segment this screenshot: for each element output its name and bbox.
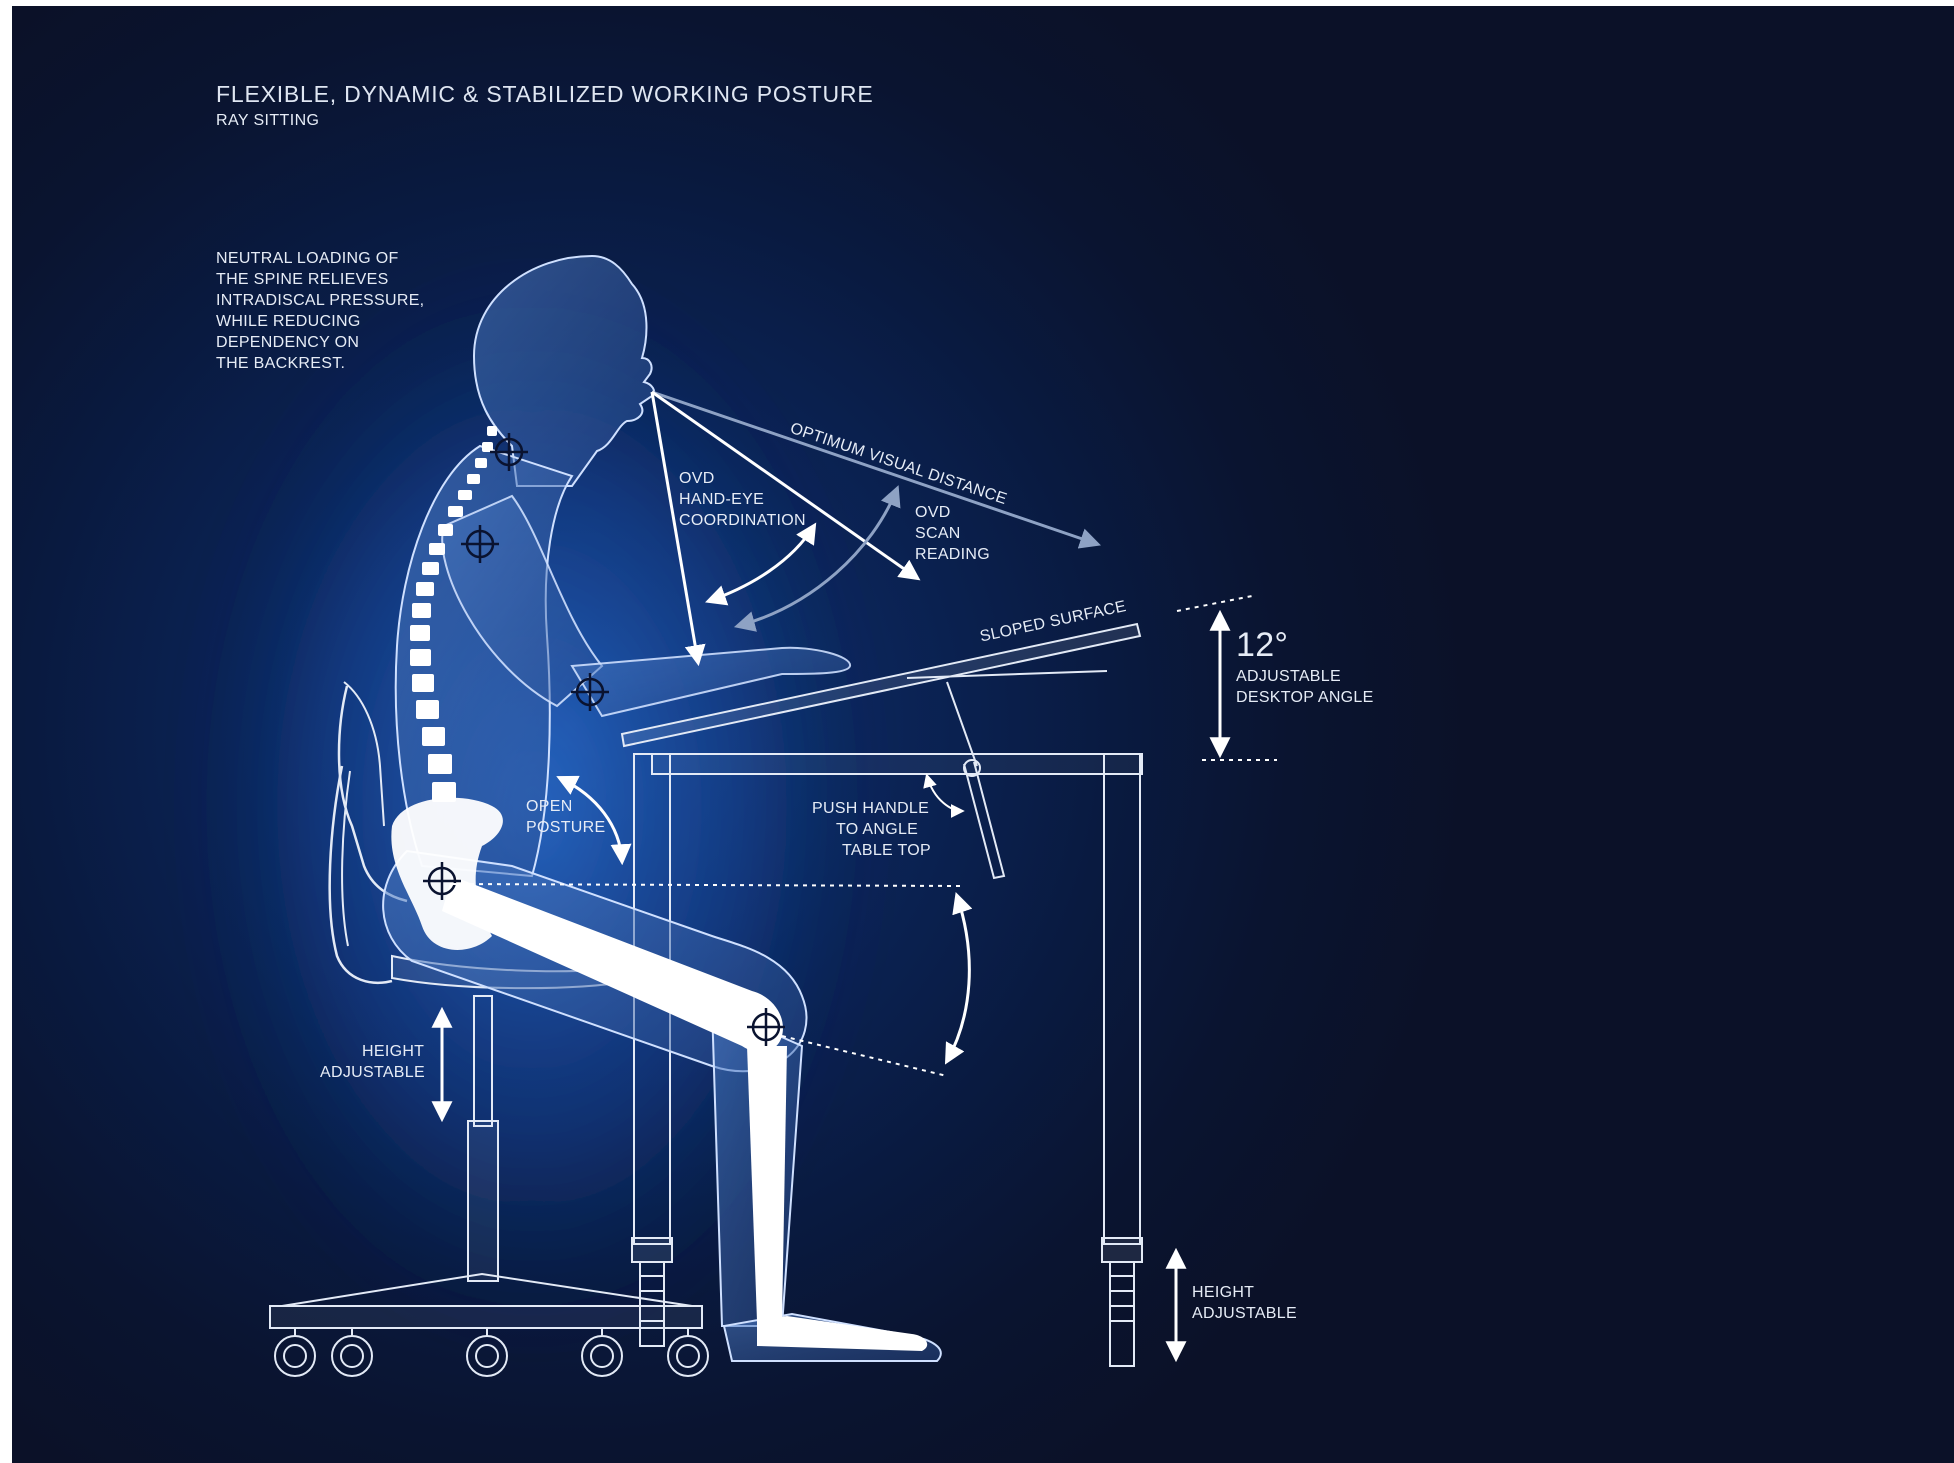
desk-angle-value: 12° bbox=[1236, 626, 1288, 664]
diagram-title: FLEXIBLE, DYNAMIC & STABILIZED WORKING P… bbox=[216, 80, 874, 108]
spine-note-line: DEPENDENCY ON bbox=[216, 332, 424, 353]
ovd-hand-eye-line: COORDINATION bbox=[679, 510, 806, 531]
spine-note-line: THE SPINE RELIEVES bbox=[216, 269, 424, 290]
open-posture-label: OPEN POSTURE bbox=[526, 796, 605, 838]
spine-note-line: THE BACKREST. bbox=[216, 353, 424, 374]
push-handle-arrow bbox=[927, 776, 962, 811]
push-handle-line: PUSH HANDLE bbox=[812, 798, 931, 819]
table-height-line: HEIGHT bbox=[1192, 1282, 1297, 1303]
chair-height-label: HEIGHT ADJUSTABLE bbox=[320, 1041, 425, 1083]
desk-angle-label: ADJUSTABLE DESKTOP ANGLE bbox=[1236, 666, 1374, 708]
push-handle-line: TABLE TOP bbox=[812, 840, 931, 861]
push-handle-label: PUSH HANDLE TO ANGLE TABLE TOP bbox=[812, 798, 931, 861]
ovd-scan-label: OVD SCAN READING bbox=[915, 502, 990, 565]
push-handle-line: TO ANGLE bbox=[812, 819, 931, 840]
chair-height-line: ADJUSTABLE bbox=[320, 1062, 425, 1083]
spine-note-line: INTRADISCAL PRESSURE, bbox=[216, 290, 424, 311]
spine-note-line: WHILE REDUCING bbox=[216, 311, 424, 332]
spine-note: NEUTRAL LOADING OF THE SPINE RELIEVES IN… bbox=[216, 248, 424, 374]
ovd-hand-eye-label: OVD HAND-EYE COORDINATION bbox=[679, 468, 806, 531]
open-posture-line: OPEN bbox=[526, 796, 605, 817]
table-height-label: HEIGHT ADJUSTABLE bbox=[1192, 1282, 1297, 1324]
ovd-scan-line: READING bbox=[915, 544, 990, 565]
desk-angle-line: ADJUSTABLE bbox=[1236, 666, 1374, 687]
diagram-canvas: FLEXIBLE, DYNAMIC & STABILIZED WORKING P… bbox=[12, 6, 1954, 1463]
table-height-line: ADJUSTABLE bbox=[1192, 1303, 1297, 1324]
desk-angle-line: DESKTOP ANGLE bbox=[1236, 687, 1374, 708]
chair-height-line: HEIGHT bbox=[320, 1041, 425, 1062]
ovd-hand-eye-line: OVD bbox=[679, 468, 806, 489]
ergonomic-posture-diagram bbox=[12, 6, 1954, 1463]
open-posture-line: POSTURE bbox=[526, 817, 605, 838]
spine-note-line: NEUTRAL LOADING OF bbox=[216, 248, 424, 269]
ovd-scan-line: SCAN bbox=[915, 523, 990, 544]
ovd-hand-eye-line: HAND-EYE bbox=[679, 489, 806, 510]
diagram-subtitle: RAY SITTING bbox=[216, 111, 319, 131]
ovd-scan-line: OVD bbox=[915, 502, 990, 523]
